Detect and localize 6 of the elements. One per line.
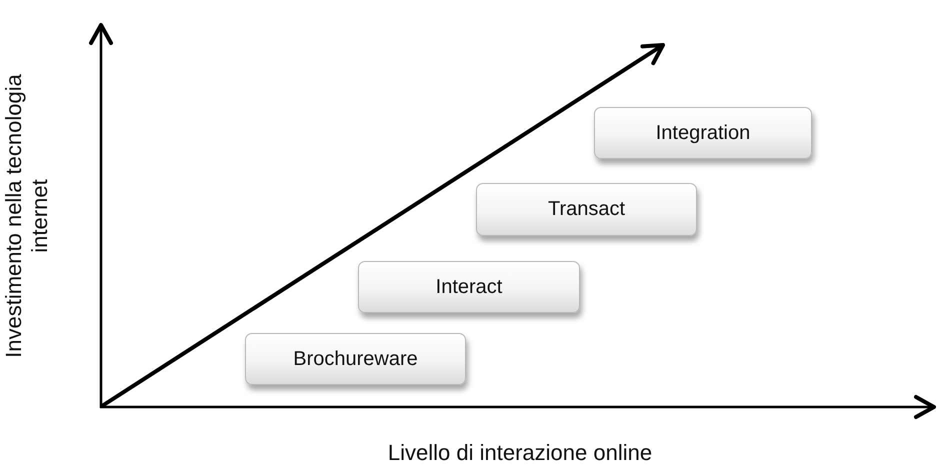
- stage-box: Integration: [594, 107, 812, 159]
- axis-title: Investimento nella tecnologia internet: [1, 73, 53, 360]
- stage-box: Brochureware: [245, 333, 466, 385]
- axis-title: Livello di interazione online: [386, 440, 654, 466]
- stage-box: Interact: [358, 261, 580, 313]
- stage-box: Transact: [476, 183, 697, 236]
